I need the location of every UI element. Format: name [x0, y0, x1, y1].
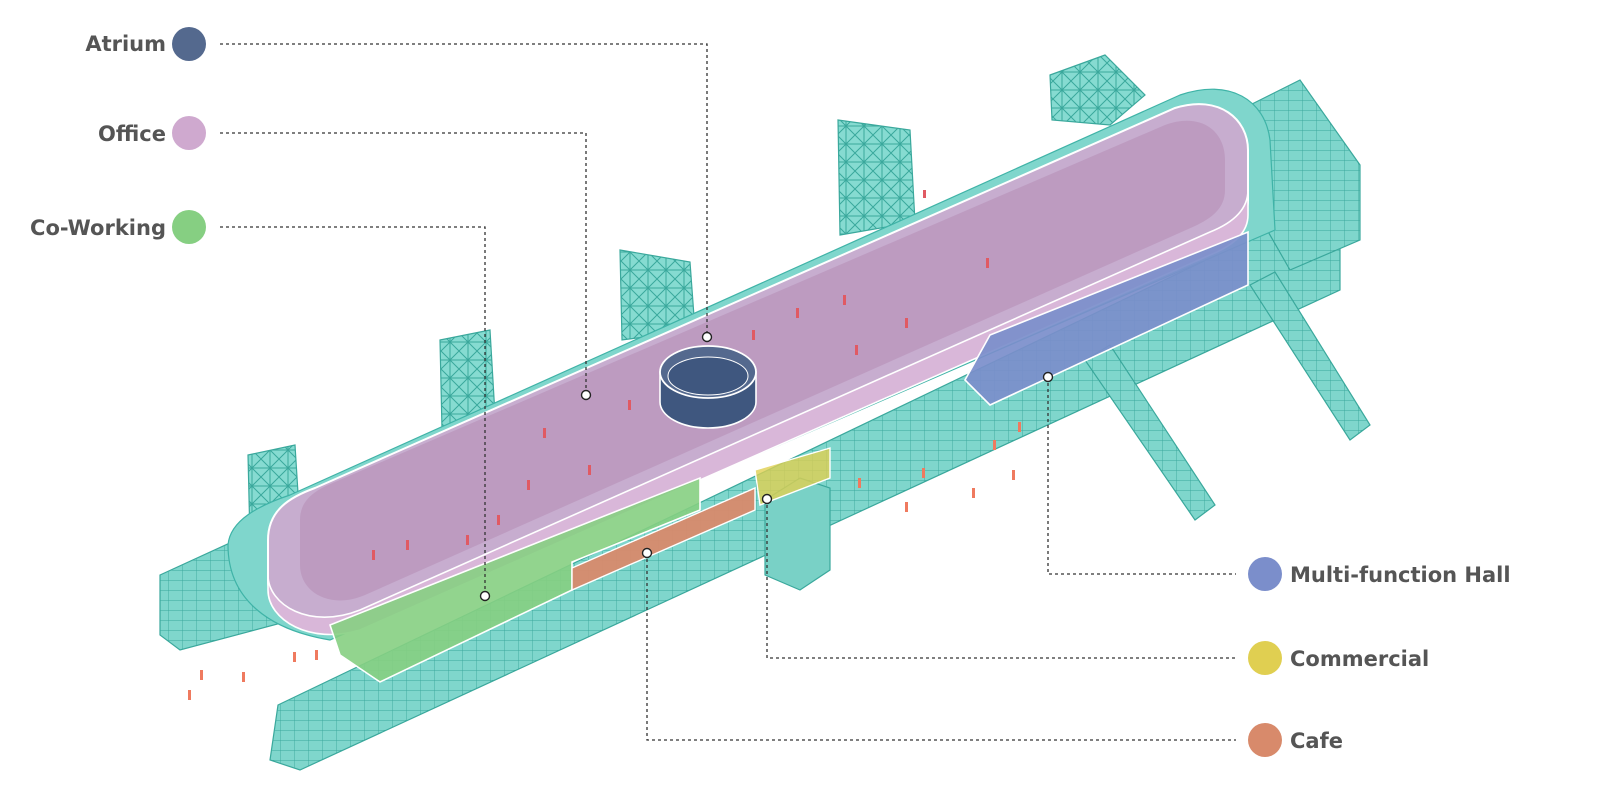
- cafe-volume: [571, 486, 756, 592]
- legend-item-office: Office: [98, 116, 206, 150]
- cafe-leader: [646, 553, 1236, 741]
- office-front-band: [267, 189, 1249, 636]
- leader-lines: [220, 43, 1236, 741]
- legend-swatch-commercial: [1248, 641, 1282, 675]
- legend-label-office: Office: [98, 122, 166, 146]
- program-volumes: [227, 88, 1276, 683]
- coworking-anchor: [479, 590, 491, 602]
- people-figures: [372, 190, 989, 560]
- atrium-volume: [659, 345, 757, 429]
- legend-label-cafe: Cafe: [1290, 729, 1343, 753]
- legend-left: Atrium Office Co-Working: [30, 27, 206, 244]
- legend-item-coworking: Co-Working: [30, 210, 206, 244]
- legend-swatch-coworking: [172, 210, 206, 244]
- cafe-anchor: [641, 547, 653, 559]
- legend-label-hall: Multi-function Hall: [1290, 563, 1511, 587]
- legend-label-commercial: Commercial: [1290, 647, 1429, 671]
- office-leader: [220, 132, 587, 395]
- multi-function-hall-volume: [964, 230, 1249, 406]
- legend-item-atrium: Atrium: [85, 27, 206, 61]
- legend-item-commercial: Commercial: [1248, 641, 1429, 675]
- legend-label-atrium: Atrium: [85, 32, 166, 56]
- legend-right: Multi-function Hall Commercial Cafe: [1248, 557, 1511, 757]
- coworking-leader: [220, 226, 486, 596]
- legend-item-hall: Multi-function Hall: [1248, 557, 1511, 591]
- atrium-leader: [220, 43, 708, 337]
- commercial-volume: [754, 447, 831, 506]
- truss-tower: [1049, 54, 1146, 126]
- hall-anchor: [1042, 371, 1054, 383]
- conveyor-leg: [1249, 271, 1371, 441]
- office-anchor: [580, 389, 592, 401]
- legend-item-cafe: Cafe: [1248, 723, 1343, 757]
- legend-label-coworking: Co-Working: [30, 216, 166, 240]
- legend-swatch-atrium: [172, 27, 206, 61]
- legend-swatch-cafe: [1248, 723, 1282, 757]
- office-inner-floor: [300, 120, 1225, 601]
- commercial-anchor: [761, 493, 773, 505]
- atrium-anchor: [701, 331, 713, 343]
- legend-swatch-hall: [1248, 557, 1282, 591]
- ground-people: [188, 422, 1021, 700]
- truss-tower: [837, 119, 916, 236]
- commercial-leader: [766, 499, 1236, 659]
- legend-swatch-office: [172, 116, 206, 150]
